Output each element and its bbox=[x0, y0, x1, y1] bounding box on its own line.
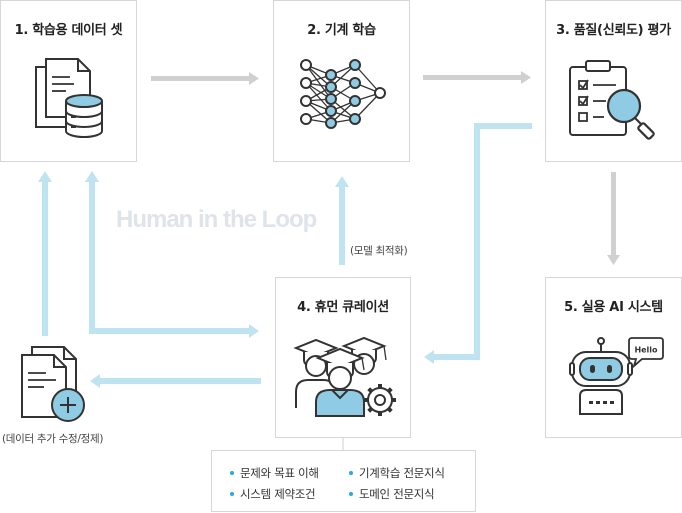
note-item: 시스템 제약조건 bbox=[230, 486, 316, 502]
caption-data-update: (데이터 추가 수정/정제) bbox=[2, 433, 104, 445]
bullet-icon bbox=[349, 491, 353, 496]
arrow-1-to-2 bbox=[151, 76, 251, 81]
robot-icon: Hello bbox=[569, 337, 664, 415]
step-3-title: 3. 품질(신뢰도) 평가 bbox=[556, 23, 671, 38]
bullet-icon bbox=[349, 470, 353, 475]
note-item: 도메인 전문지식 bbox=[349, 486, 435, 502]
step-5-title: 5. 실용 AI 시스템 bbox=[564, 300, 663, 315]
arrow-1-to-4 bbox=[89, 180, 95, 333]
bullet-icon bbox=[230, 470, 234, 475]
step-2-title: 2. 기계 학습 bbox=[307, 23, 376, 38]
neural-network-icon bbox=[300, 59, 386, 129]
watermark: Human in the Loop bbox=[116, 206, 317, 233]
curators-icon bbox=[293, 336, 396, 417]
document-add-icon bbox=[21, 346, 85, 422]
note-item: 문제와 목표 이해 bbox=[230, 465, 319, 481]
speech-bubble-icon bbox=[628, 337, 664, 369]
robot-bubble-text: Hello bbox=[634, 346, 658, 355]
evaluation-icon bbox=[569, 60, 655, 140]
note-item: 기계학습 전문지식 bbox=[349, 465, 445, 481]
arrow-4-to-2 bbox=[339, 185, 345, 265]
step-4-box: 4. 휴먼 큐레이션 bbox=[275, 277, 411, 438]
arrow-doc-to-1 bbox=[42, 180, 48, 336]
bullet-icon bbox=[230, 491, 234, 496]
step-1-title: 1. 학습용 데이터 셋 bbox=[14, 23, 123, 38]
step-3-box: 3. 품질(신뢰도) 평가 bbox=[545, 0, 682, 162]
arrow-3-to-4 bbox=[474, 123, 532, 129]
step-1-box: 1. 학습용 데이터 셋 bbox=[0, 0, 137, 162]
step-5-box: 5. 실용 AI 시스템 Hello bbox=[545, 277, 682, 438]
dataset-icon bbox=[35, 58, 103, 138]
note-text: 문제와 목표 이해 bbox=[240, 466, 319, 480]
arrow-2-to-3 bbox=[423, 75, 523, 80]
step-4-title: 4. 휴먼 큐레이션 bbox=[297, 300, 389, 315]
note-text: 도메인 전문지식 bbox=[359, 487, 435, 501]
arrow-3-to-5 bbox=[611, 172, 616, 257]
note-text: 시스템 제약조건 bbox=[240, 487, 316, 501]
step-2-box: 2. 기계 학습 bbox=[273, 0, 410, 162]
note-text: 기계학습 전문지식 bbox=[359, 466, 445, 480]
caption-model-optimization: (모델 최적화) bbox=[350, 245, 408, 257]
arrow-4-to-doc bbox=[99, 378, 261, 384]
expertise-notes: 문제와 목표 이해 기계학습 전문지식 시스템 제약조건 도메인 전문지식 bbox=[211, 450, 476, 512]
